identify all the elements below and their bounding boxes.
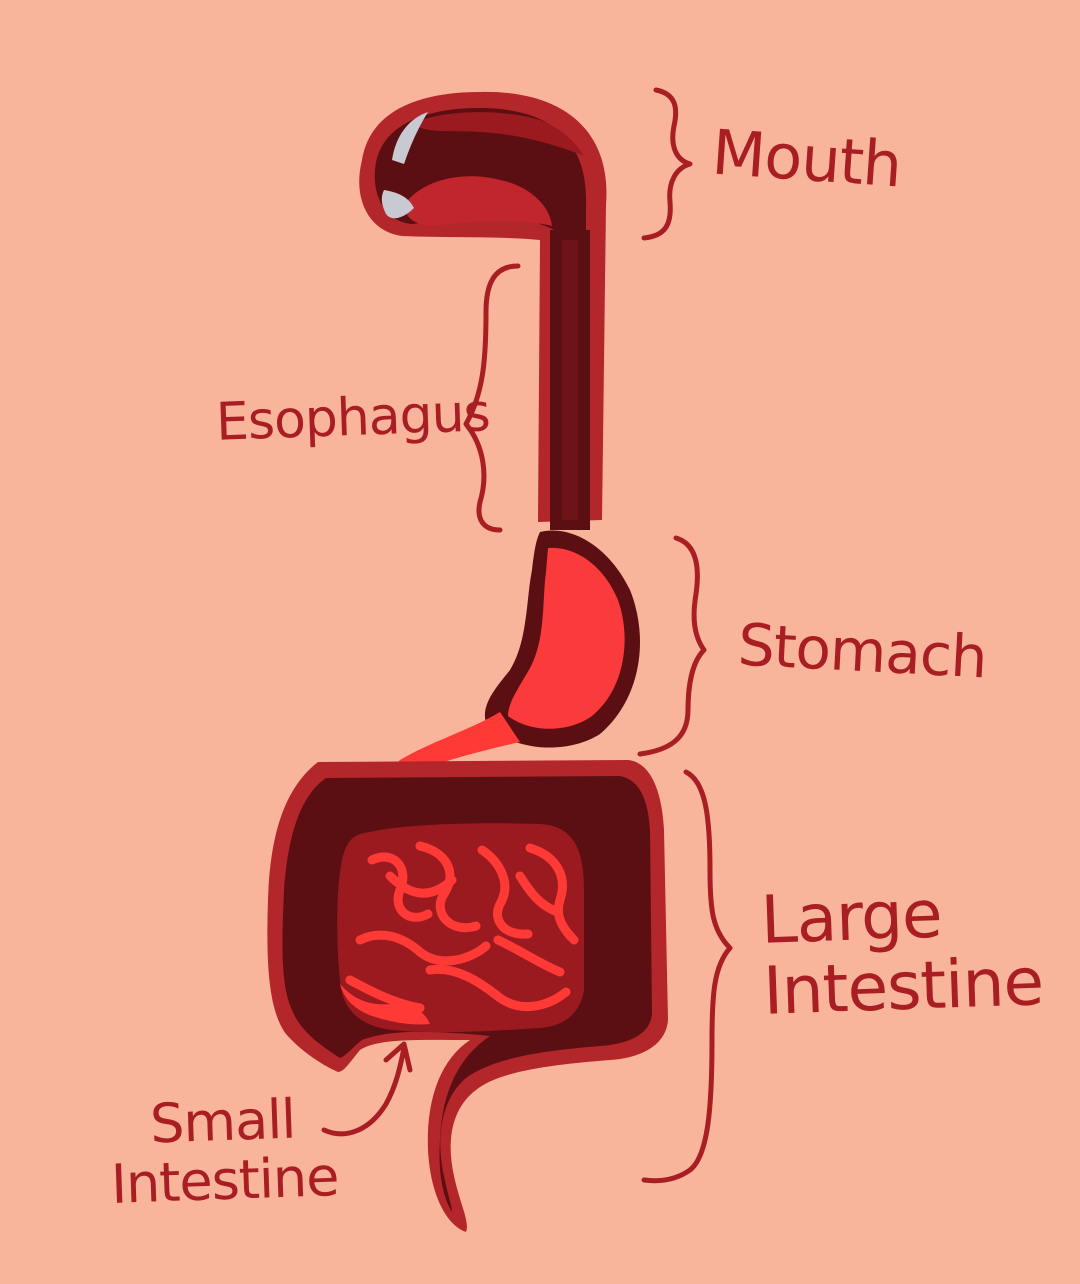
small-intestine-arrow <box>321 1045 407 1137</box>
label-brackets <box>321 87 733 1184</box>
small-intestine-label-line2: Intestine <box>109 1145 340 1217</box>
stomach-label: Stomach <box>736 610 989 692</box>
esophagus-bracket <box>463 263 521 533</box>
duodenum <box>395 712 520 776</box>
coil-10 <box>515 871 563 917</box>
coil-9 <box>385 871 457 898</box>
small-intestine-coils <box>345 841 579 1013</box>
stomach-fill <box>508 547 625 729</box>
coil-3 <box>477 845 533 939</box>
large-intestine-label: Large Intestine <box>759 875 1045 1031</box>
small-intestine-label-line1: Small <box>149 1087 297 1156</box>
mouth-organ <box>359 91 607 522</box>
stomach-organ <box>395 530 640 776</box>
coil-5 <box>355 930 491 966</box>
esophagus-label: Esophagus <box>215 383 491 453</box>
coil-6 <box>425 964 571 1012</box>
tongue <box>405 176 552 226</box>
mouth-bracket <box>641 87 693 241</box>
upper-lip <box>412 112 584 156</box>
lower-tooth <box>381 190 414 219</box>
esophagus-organ <box>550 230 590 530</box>
coil-8 <box>493 935 565 977</box>
small-intestine-end <box>340 984 430 1025</box>
esophagus-inner <box>562 240 578 520</box>
stomach-bracket <box>637 535 707 757</box>
mouth-label: Mouth <box>709 115 904 202</box>
large-intestine-label-line2: Intestine <box>761 943 1045 1031</box>
small-intestine-organ <box>337 823 584 1033</box>
coil-4 <box>525 843 579 945</box>
coil-7 <box>345 975 425 1013</box>
upper-tooth <box>392 112 428 164</box>
large-intestine-bracket <box>641 769 733 1184</box>
coil-2 <box>415 841 481 933</box>
small-intestine-label: Small Intestine <box>108 1087 340 1217</box>
small-intestine-arrowhead <box>383 1041 413 1073</box>
